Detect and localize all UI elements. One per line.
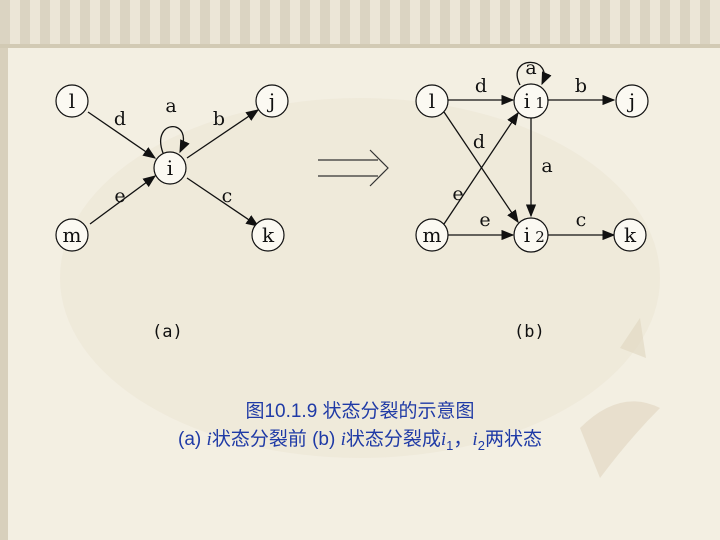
caption-part-c-text: 状态分裂成 [345, 429, 441, 450]
background-brush-decoration [60, 98, 660, 478]
edge-label-b-a: b [213, 108, 225, 130]
edge-m-to-i1 [443, 111, 519, 225]
subfigure-label-b: (b) [514, 322, 545, 342]
caption-subscript-1: 1 [446, 437, 454, 453]
node-i-a [153, 151, 187, 185]
edge-l-to-i [87, 111, 157, 159]
node-label-l-a: l [69, 89, 75, 113]
node-label-i1-sub: 1 [535, 94, 545, 112]
node-label-i2-base: i [524, 223, 530, 247]
node-l-a [55, 84, 89, 118]
node-label-k-b: k [624, 223, 637, 247]
node-label-j-a: j [267, 89, 275, 113]
edge-m-to-i [89, 175, 157, 225]
edge-label-e-cross: e [452, 183, 463, 205]
edge-label-b-b: b [575, 75, 587, 97]
node-label-k-a: k [262, 223, 275, 247]
caption-part-a-marker: (a) [178, 429, 207, 450]
node-i2-b [513, 217, 549, 253]
node-label-i-a: i [167, 156, 173, 180]
figure-caption-description: (a) i状态分裂前 (b) i状态分裂成i1，i2两状态 [0, 424, 720, 453]
node-label-j-b: j [627, 89, 635, 113]
node-label-i1-base: i [524, 89, 530, 113]
edge-label-a-top: a [525, 57, 536, 79]
node-j-a [255, 84, 289, 118]
caption-italic-i-1: i [206, 429, 212, 450]
node-m-b [415, 218, 449, 252]
self-loop-i1 [516, 61, 552, 86]
edge-i-to-k [186, 177, 260, 227]
edge-label-e-bottom: e [479, 209, 490, 231]
edge-label-c-a: c [222, 185, 233, 207]
edge-label-a-a: a [165, 95, 176, 117]
caption-subscript-2: 2 [477, 437, 485, 453]
edge-i-to-j [186, 109, 260, 159]
edge-label-e-a: e [114, 185, 125, 207]
node-l-b [415, 84, 449, 118]
node-label-m-a: m [63, 223, 82, 247]
edge-label-d-a: d [114, 108, 126, 130]
node-j-b [615, 84, 649, 118]
node-k-a [251, 218, 285, 252]
caption-part-e-text: 两状态 [484, 429, 542, 450]
node-label-i2-sub: 2 [535, 228, 545, 246]
decorative-top-border [0, 0, 720, 48]
node-m-a [55, 218, 89, 252]
caption-part-b-text: 状态分裂前 (b) [211, 429, 341, 450]
caption-comma: ， [453, 429, 473, 450]
edge-label-d-top: d [475, 75, 487, 97]
figure-caption-title: 图10.1.9 状态分裂的示意图 [245, 401, 475, 422]
node-label-l-b: l [429, 89, 435, 113]
edge-label-a-mid: a [541, 155, 552, 177]
node-label-m-b: m [423, 223, 442, 247]
caption-italic-i-2: i [340, 429, 346, 450]
subfigure-label-a: (a) [152, 322, 183, 342]
caption-italic-i-4: i [472, 429, 478, 450]
edge-label-c-b: c [576, 209, 587, 231]
node-i1-b [513, 83, 549, 119]
edge-l-to-i2 [443, 111, 519, 224]
decorative-left-border [0, 48, 8, 540]
self-loop-i [160, 126, 190, 154]
transform-arrow [318, 149, 389, 187]
node-k-b [613, 218, 647, 252]
edge-label-d-cross: d [473, 131, 485, 153]
caption-italic-i-3: i [440, 429, 447, 450]
